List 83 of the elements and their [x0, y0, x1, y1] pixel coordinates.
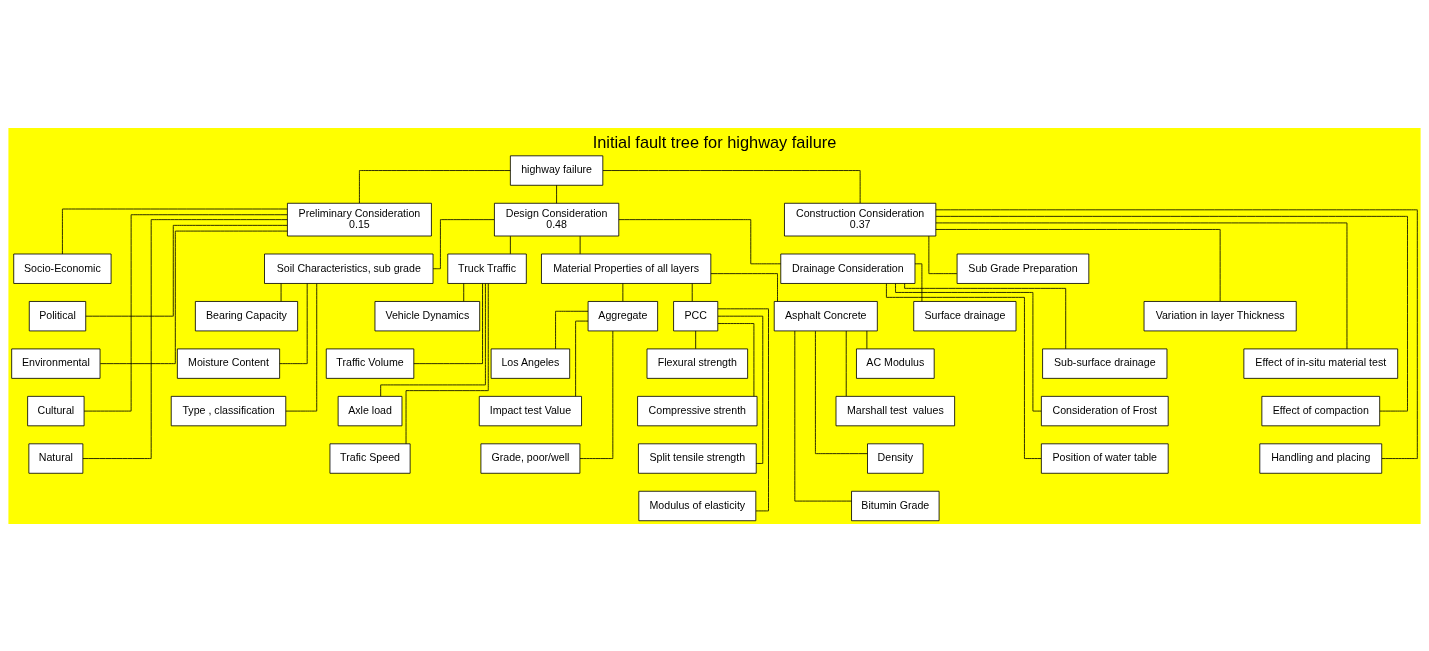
connector	[935, 215, 1408, 411]
node-box: Surface drainage	[913, 300, 1017, 331]
connector	[618, 218, 782, 264]
diagram-title: Initial fault tree for highway failure	[592, 132, 837, 151]
node-box: Grade, poor/well	[480, 442, 581, 474]
connector	[432, 218, 495, 269]
connector	[602, 169, 861, 203]
connector	[83, 213, 288, 411]
node-box: Effect of compaction	[1261, 395, 1381, 426]
node-box: Split tensile strength	[638, 442, 757, 474]
node-box: Los Angeles	[490, 348, 571, 379]
node-box: Soil Characteristics, sub grade	[264, 253, 434, 284]
connector	[285, 282, 318, 411]
node-box: Flexural strength	[646, 348, 749, 379]
node-box: AC Modulus	[856, 348, 935, 379]
connector	[710, 272, 778, 302]
node-box: Variation in layer Thickness	[1143, 300, 1297, 331]
node-box: Modulus of elasticity	[638, 490, 757, 521]
connector	[99, 230, 288, 364]
node-box: Aggregate	[587, 300, 659, 331]
connector	[866, 330, 868, 349]
connector	[914, 262, 923, 302]
node-box: Bitumin Grade	[851, 490, 940, 521]
connector	[717, 307, 769, 511]
connector	[555, 310, 589, 349]
node-box: Environmental	[11, 348, 101, 379]
node-box: Effect of in-situ material test	[1243, 348, 1399, 379]
node-box: Marshall test values	[835, 395, 956, 426]
node-box: Vehicle Dynamics	[374, 300, 481, 331]
connector	[895, 282, 1042, 411]
connector	[717, 315, 764, 464]
connector	[935, 222, 1348, 349]
node-box: Design Consideration 0.48	[494, 202, 620, 236]
connector	[928, 235, 958, 274]
node-box: Traffic Volume	[325, 348, 415, 379]
node-box: Sub-surface drainage	[1042, 348, 1168, 379]
connector	[279, 282, 308, 364]
node-box: Compressive strenth	[637, 395, 758, 426]
connector	[579, 330, 614, 459]
node-box: Impact test Value	[478, 395, 582, 426]
connector	[935, 228, 1221, 301]
node-box: Bearing Capacity	[194, 300, 299, 331]
node-box: highway failure	[509, 154, 604, 186]
connector	[717, 322, 755, 397]
node-box: Axle load	[337, 395, 403, 426]
connector	[904, 282, 1067, 349]
connector	[815, 330, 868, 454]
connector	[845, 330, 847, 396]
connector	[463, 282, 465, 302]
connector	[575, 320, 589, 397]
connector	[62, 208, 288, 254]
node-box: Trafic Speed	[329, 442, 411, 474]
node-box: Preliminary Consideration 0.15	[287, 202, 432, 236]
connector	[413, 282, 483, 364]
node-box: Density	[867, 442, 924, 474]
node-box: Type , classification	[170, 395, 287, 426]
connector	[359, 169, 511, 203]
node-box: Asphalt Concrete	[773, 300, 878, 331]
node-box: Cultural	[27, 395, 85, 426]
connector	[935, 208, 1418, 459]
connector	[85, 224, 288, 317]
connector	[556, 184, 557, 204]
node-box: PCC	[673, 300, 719, 331]
node-box: Socio-Economic	[13, 253, 112, 284]
node-box: Material Properties of all layers	[541, 253, 712, 284]
connector	[794, 330, 852, 501]
connector	[622, 282, 624, 302]
node-box: Drainage Consideration	[780, 253, 916, 284]
connector	[691, 282, 693, 302]
node-box: Natural	[28, 442, 84, 474]
node-box: Political	[28, 300, 87, 331]
node-box: Position of water table	[1040, 442, 1169, 474]
connector	[280, 282, 282, 302]
node-box: Truck Traffic	[447, 253, 527, 284]
connector	[509, 235, 511, 254]
node-box: Sub Grade Preparation	[956, 253, 1090, 284]
node-box: Handling and placing	[1259, 442, 1383, 474]
node-box: Moisture Content	[176, 348, 281, 379]
node-box: Construction Consideration 0.37	[784, 202, 937, 236]
connector	[380, 282, 486, 397]
node-box: Consideration of Frost	[1040, 395, 1169, 426]
connector	[405, 282, 489, 444]
connector	[695, 330, 697, 349]
